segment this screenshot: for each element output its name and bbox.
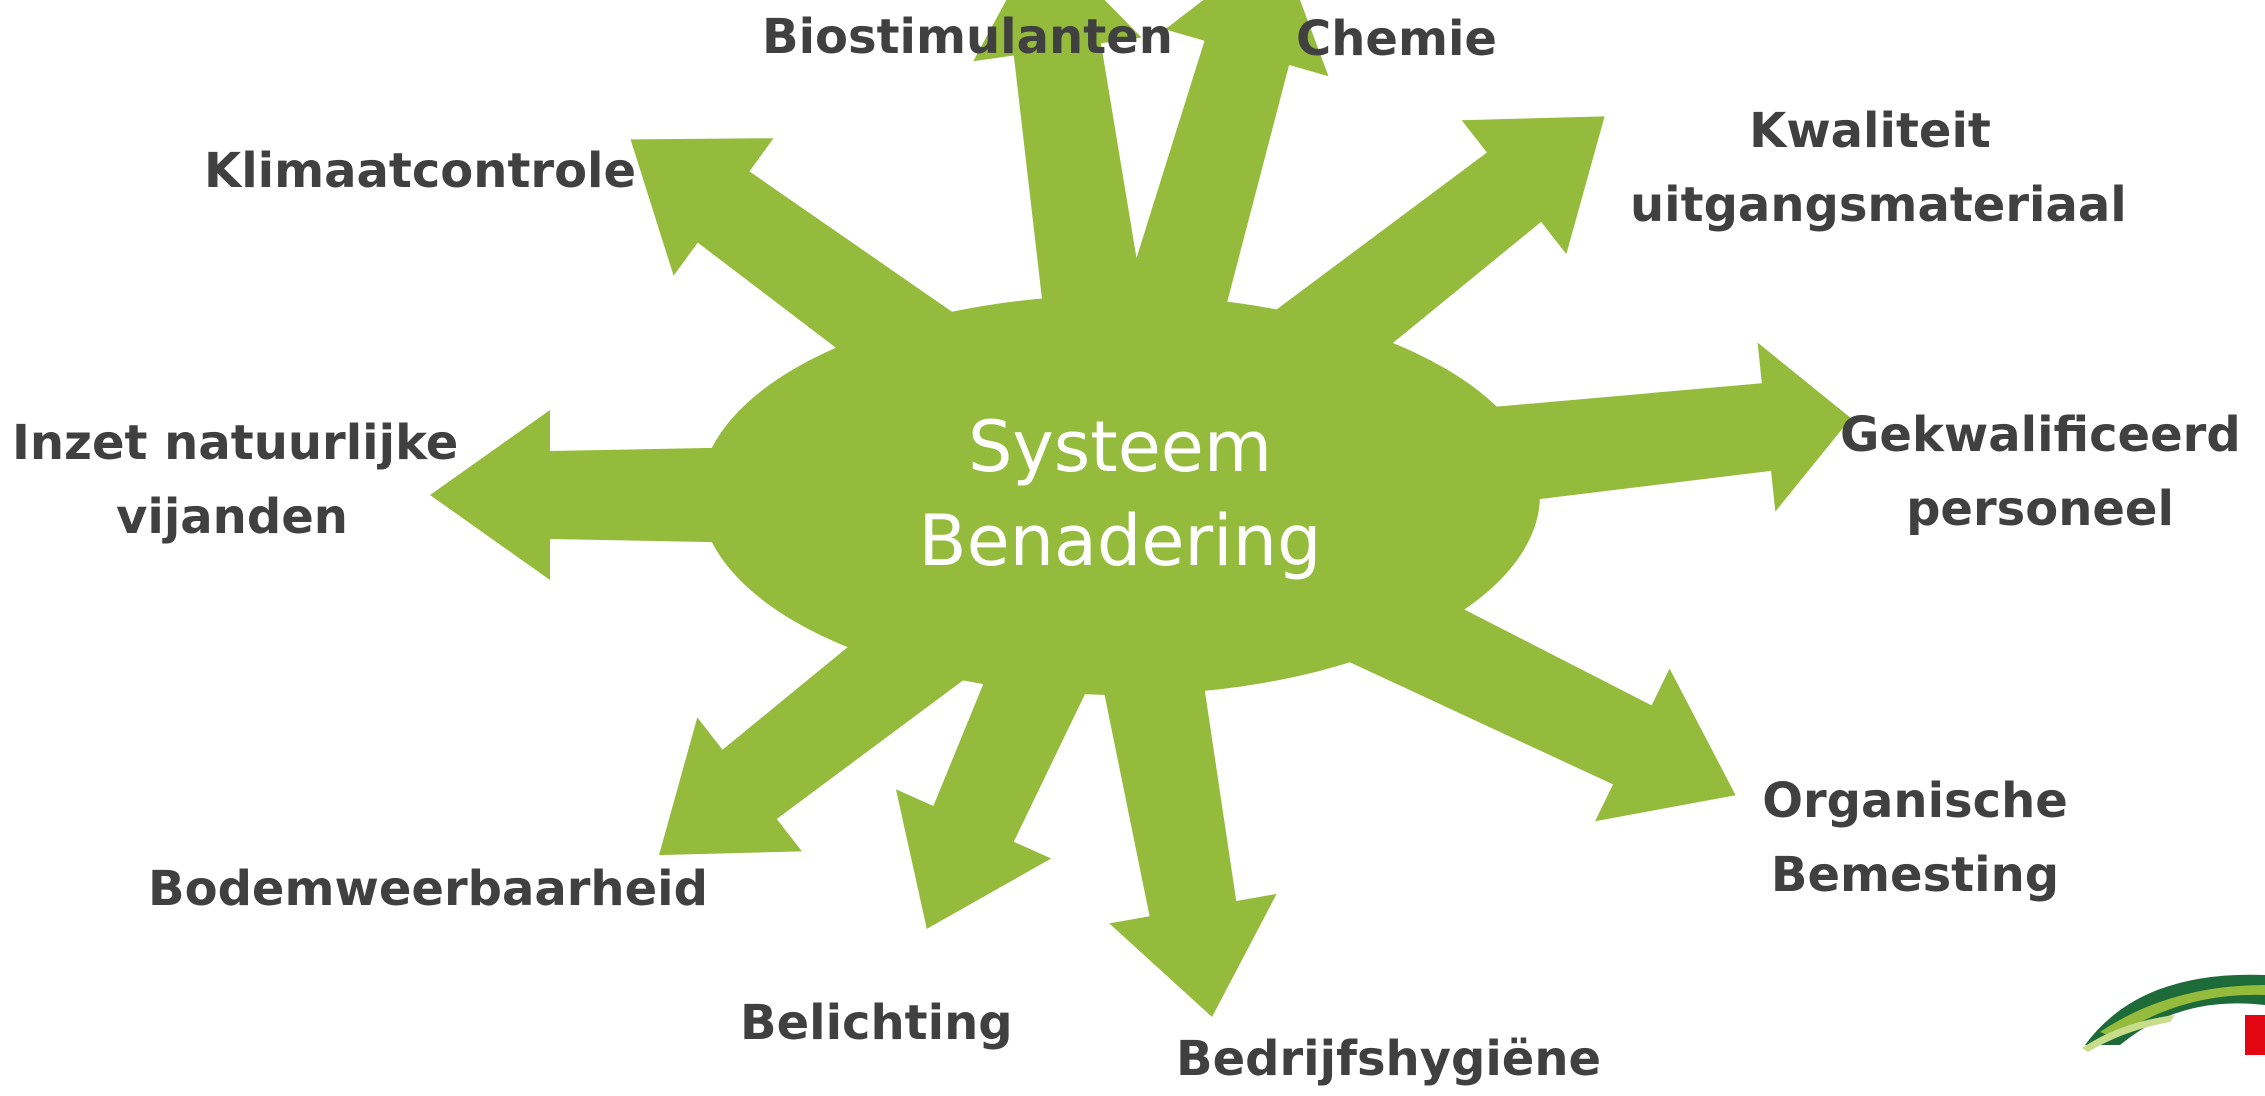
arrow-bodemweerbaarheid: [659, 451, 1154, 856]
company-logo-icon: [2082, 974, 2265, 1055]
label-organische-bemesting: Organische Bemesting: [1762, 773, 2068, 903]
label-gekwalificeerd-personeel: Gekwalificeerd personeel: [1840, 407, 2241, 537]
label-klimaatcontrole: Klimaatcontrole: [204, 143, 637, 199]
center-title-line1: Systeem: [967, 406, 1273, 488]
center-title-line2: Benadering: [918, 500, 1322, 582]
label-belichting: Belichting: [740, 995, 1013, 1051]
arrow-chemie: [1067, 0, 1329, 511]
label-bodemweerbaarheid: Bodemweerbaarheid: [148, 861, 708, 917]
arrow-inzet: [430, 410, 1120, 580]
label-inzet-natuurlijke-vijanden: Inzet natuurlijke vijanden: [12, 415, 459, 545]
arrow-gekwalificeerd: [1114, 342, 1851, 550]
label-kwaliteit-uitgangsmateriaal: Kwaliteit uitgangsmateriaal: [1630, 103, 2127, 233]
label-chemie: Chemie: [1296, 11, 1497, 67]
label-bedrijfshygiene: Bedrijfshygiëne: [1176, 1031, 1602, 1087]
arrow-organische: [1095, 445, 1736, 822]
label-biostimulanten: Biostimulanten: [762, 9, 1173, 65]
center-title: Systeem Benadering: [770, 400, 1470, 588]
arrow-klimaatcontrole: [630, 138, 1153, 540]
arrow-belichting: [895, 472, 1171, 929]
